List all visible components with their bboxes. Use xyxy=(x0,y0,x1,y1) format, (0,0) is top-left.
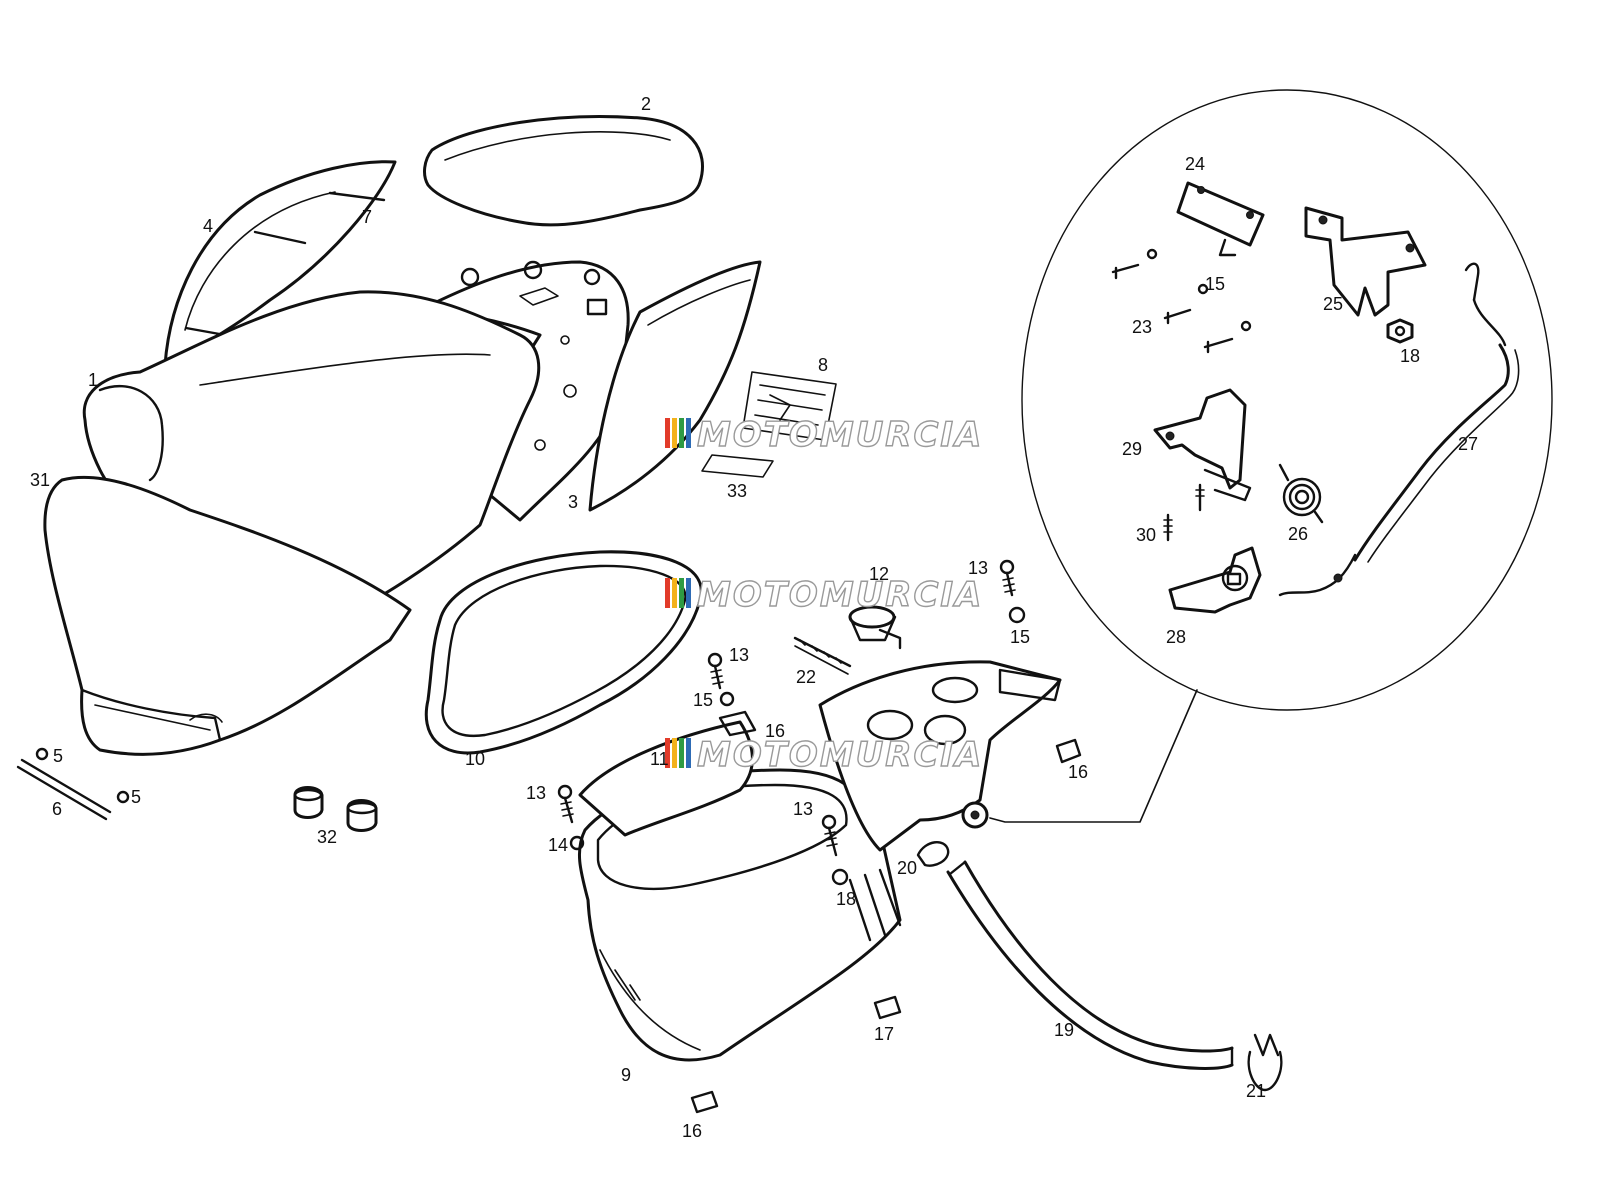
watermark-text-1: MOTOMURCIA xyxy=(697,415,983,455)
part-26-spring xyxy=(1278,463,1324,524)
watermark: MOTOMURCIA MOTOMURCIA MOTOMURCIA xyxy=(665,414,983,776)
watermark-text-3: MOTOMURCIA xyxy=(697,735,983,775)
watermark-top: MOTOMURCIA xyxy=(665,414,983,456)
callout-1: 1 xyxy=(88,370,98,390)
washer-5b-icon xyxy=(116,790,130,804)
callout-10: 10 xyxy=(465,749,485,769)
callout-16c: 16 xyxy=(682,1121,702,1141)
callout-23: 23 xyxy=(1132,317,1152,337)
callout-24: 24 xyxy=(1185,154,1205,174)
callout-21: 21 xyxy=(1246,1081,1266,1101)
nut-15b-icon xyxy=(719,691,735,707)
part-sticker xyxy=(701,454,774,478)
inset-screws xyxy=(1111,248,1252,354)
callout-20: 20 xyxy=(897,858,917,878)
part-seat-cover xyxy=(43,475,412,756)
callout-labels: 1 2 3 4 5 5 6 7 8 9 10 11 12 13 13 13 13… xyxy=(30,94,1478,1141)
part-30-screw xyxy=(1163,483,1205,542)
washer-5a-icon xyxy=(35,747,49,761)
part-clamp-21 xyxy=(1247,1033,1283,1092)
part-29-bracket xyxy=(1153,388,1252,502)
callout-13b: 13 xyxy=(729,645,749,665)
callout-15c: 15 xyxy=(1205,274,1225,294)
part-rod xyxy=(16,747,130,821)
callout-13a: 13 xyxy=(968,558,988,578)
callout-32: 32 xyxy=(317,827,337,847)
callout-33: 33 xyxy=(727,481,747,501)
callout-30: 30 xyxy=(1136,525,1156,545)
screw-13a-icon xyxy=(999,559,1016,597)
callout-15a: 15 xyxy=(1010,627,1030,647)
screw-13b-icon xyxy=(707,652,724,690)
watermark-middle: MOTOMURCIA xyxy=(665,574,983,616)
clip-17-icon xyxy=(873,995,902,1020)
nut-15-icon xyxy=(1008,606,1026,624)
part-right-side-panel xyxy=(588,260,762,512)
part-cover xyxy=(578,710,757,837)
part-24-plate xyxy=(1176,181,1265,257)
clip-16-icon xyxy=(1055,738,1082,764)
callout-29: 29 xyxy=(1122,439,1142,459)
callout-5a: 5 xyxy=(53,746,63,766)
nut-14-icon xyxy=(569,835,585,851)
callout-26: 26 xyxy=(1288,524,1308,544)
callout-17: 17 xyxy=(874,1024,894,1044)
part-12-cap xyxy=(848,605,902,650)
callout-3: 3 xyxy=(568,492,578,512)
fastener-screws xyxy=(557,559,1016,857)
part-22-strip xyxy=(793,636,852,675)
callout-28: 28 xyxy=(1166,627,1186,647)
callout-18b: 18 xyxy=(1400,346,1420,366)
part-25-bracket xyxy=(1304,206,1427,317)
callout-14: 14 xyxy=(548,835,568,855)
callout-11: 11 xyxy=(650,749,669,769)
callout-7: 7 xyxy=(362,207,372,227)
callout-16b: 16 xyxy=(765,721,785,741)
part-left-side-panel xyxy=(163,160,397,367)
part-27-cable xyxy=(1278,262,1520,597)
part-seal-gasket xyxy=(424,550,703,755)
callout-22: 22 xyxy=(796,667,816,687)
nut-18-icon xyxy=(831,868,849,886)
callout-19: 19 xyxy=(1054,1020,1074,1040)
screw-13c-icon xyxy=(557,784,574,824)
callout-13c: 13 xyxy=(526,783,546,803)
callout-25: 25 xyxy=(1323,294,1343,314)
callout-27: 27 xyxy=(1458,434,1478,454)
callout-31: 31 xyxy=(30,470,50,490)
inset-nut-18 xyxy=(1386,318,1414,344)
part-bumpers xyxy=(293,786,378,832)
part-seat-pad xyxy=(423,115,704,227)
clamp-20-icon xyxy=(916,841,950,867)
callout-18a: 18 xyxy=(836,889,856,909)
part-28-latch xyxy=(1168,546,1262,614)
part-hose xyxy=(946,860,1234,1070)
detail-inset xyxy=(989,89,1553,823)
callout-6: 6 xyxy=(52,799,62,819)
part-frame-bracket xyxy=(818,660,1062,852)
clip-16b-icon xyxy=(690,1090,719,1114)
callout-13d: 13 xyxy=(793,799,813,819)
fastener-nuts xyxy=(569,606,1082,1114)
callout-16a: 16 xyxy=(1068,762,1088,782)
part-label xyxy=(742,371,837,441)
callout-4: 4 xyxy=(203,216,213,236)
callout-2: 2 xyxy=(641,94,651,114)
watermark-bottom: MOTOMURCIA xyxy=(665,734,983,776)
screw-13d-icon xyxy=(821,814,838,857)
callout-9: 9 xyxy=(621,1065,631,1085)
callout-8: 8 xyxy=(818,355,828,375)
callout-5b: 5 xyxy=(131,787,141,807)
watermark-text-2: MOTOMURCIA xyxy=(697,575,983,615)
callout-15b: 15 xyxy=(693,690,713,710)
callout-12: 12 xyxy=(869,564,889,584)
